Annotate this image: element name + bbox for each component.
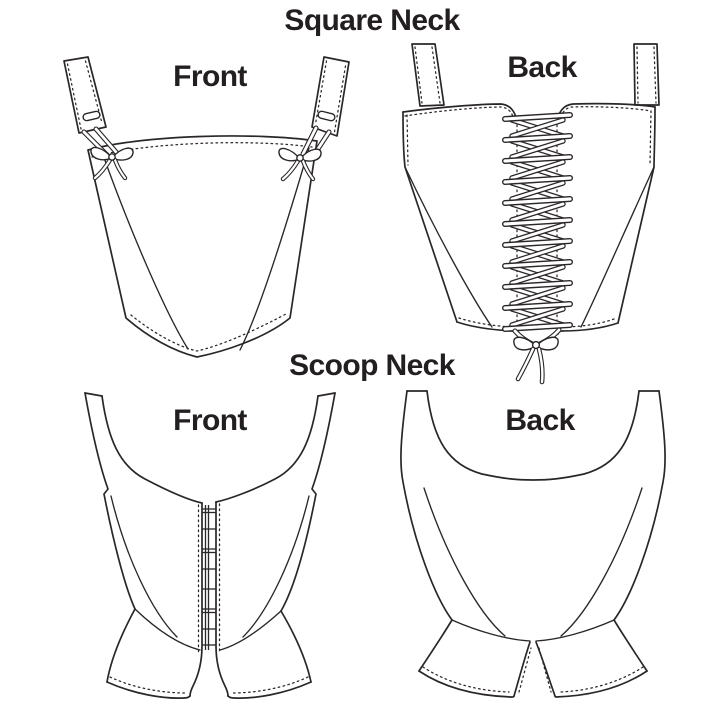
bow-left: [90, 146, 134, 181]
label-square-back: Back: [507, 51, 577, 84]
label-scoop-front: Front: [173, 404, 247, 437]
back-neckline: [426, 390, 640, 481]
peplum-left: [106, 608, 191, 699]
princess-seam-left: [423, 487, 506, 637]
label-scoop-back: Back: [505, 404, 575, 437]
left-strap: [63, 56, 107, 134]
peplum-left: [418, 619, 532, 698]
scoop-back-outline: [400, 390, 666, 642]
seam-line-left: [102, 154, 189, 350]
bow-right: [278, 147, 322, 182]
waist-seam-left: [134, 608, 201, 651]
scoop-front-outline: [84, 392, 336, 651]
right-side-edge: [613, 390, 666, 621]
label-square-front: Front: [173, 60, 247, 93]
scoop-neck-front-figure: [84, 392, 336, 699]
back-lacing: [505, 115, 570, 348]
right-side-edge: [280, 392, 336, 612]
peplum-right: [535, 619, 648, 698]
waist-seam-right: [535, 619, 615, 642]
hook-eye-closure: [189, 501, 229, 697]
waist-seam-left: [451, 619, 531, 642]
section-title-scoop-neck: Scoop Neck: [289, 349, 455, 382]
seam-line-right: [239, 147, 310, 351]
left-strap: [411, 43, 445, 107]
princess-seam-right: [560, 487, 643, 637]
right-strap: [633, 43, 660, 106]
buttonhole: [82, 110, 101, 122]
peplum-right: [227, 610, 312, 699]
seam-line-right: [580, 166, 655, 328]
scoop-neck-back-figure: [400, 390, 666, 698]
square-neck-back-figure: [402, 43, 660, 385]
center-front-edge-left: [189, 502, 203, 697]
left-side-edge: [400, 390, 453, 621]
right-strap: [311, 56, 350, 137]
section-title-square-neck: Square Neck: [284, 4, 460, 37]
seam-line-left: [404, 166, 493, 328]
buttonhole: [317, 110, 336, 122]
waist-seam-right: [219, 610, 282, 651]
center-front-edge-right: [215, 501, 229, 697]
bodice-front: [87, 135, 318, 358]
princess-seam-right: [242, 495, 310, 638]
princess-seam-left: [110, 495, 178, 638]
neckline-right: [215, 395, 319, 503]
bow-bottom: [513, 336, 559, 385]
neckline-left: [101, 395, 203, 504]
center-vent-right: [535, 641, 556, 697]
center-vent-left: [513, 641, 531, 697]
square-neck-front-figure: [63, 56, 350, 358]
left-side-edge: [84, 392, 136, 610]
